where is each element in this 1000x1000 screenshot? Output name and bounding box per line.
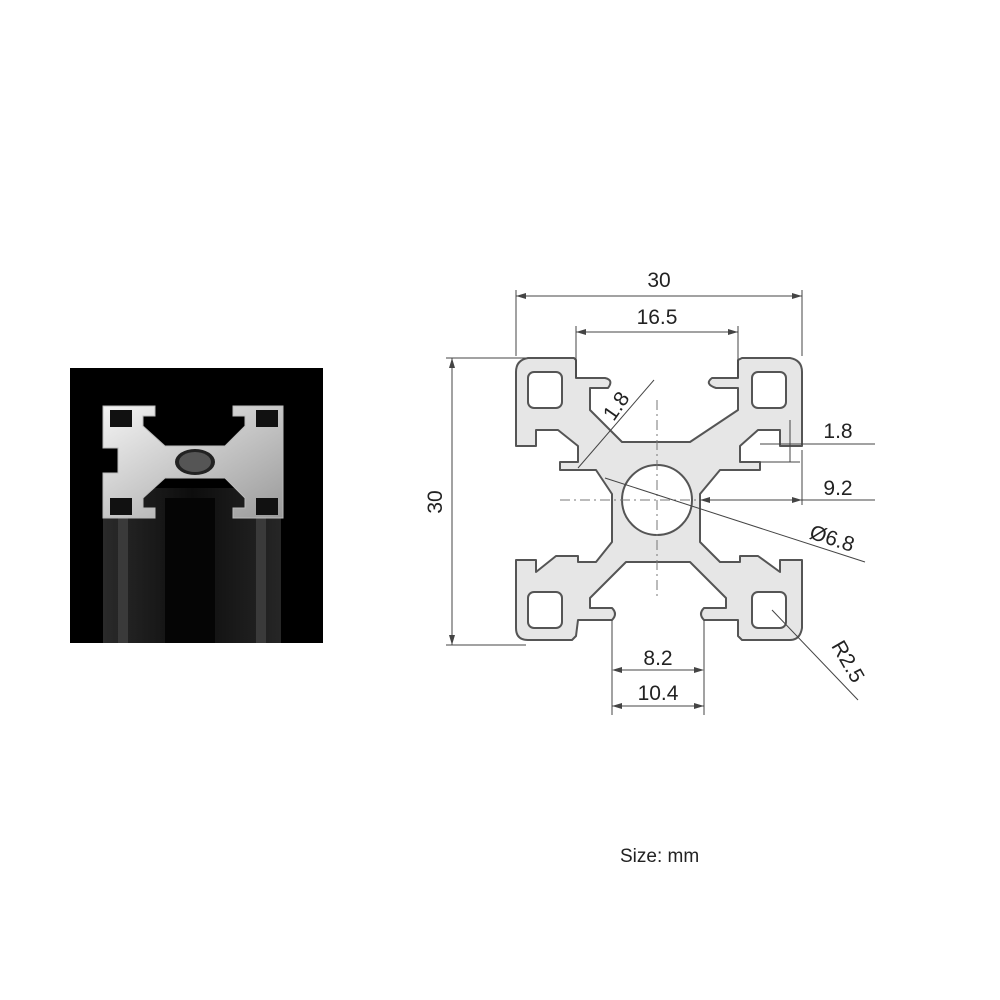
label-center-offset: 9.2 — [823, 477, 852, 500]
label-slot-opening: 8.2 — [643, 647, 672, 670]
label-slot-outer: 16.5 — [637, 306, 678, 329]
profile-cross-section — [515, 357, 803, 641]
label-wall-diagonal: 1.8 — [599, 388, 635, 425]
label-width: 30 — [647, 269, 670, 292]
label-slot-inner: 10.4 — [638, 682, 679, 705]
dim-wall-side — [760, 420, 875, 463]
dim-bore — [604, 477, 866, 563]
dim-height — [446, 357, 526, 646]
dim-width — [515, 290, 803, 356]
profile-photo — [70, 368, 323, 643]
label-bore: Ø6.8 — [807, 521, 857, 557]
dim-wall-diagonal — [577, 379, 655, 469]
dim-center-offset — [700, 450, 875, 505]
dim-corner-radius — [771, 609, 859, 701]
dim-slot-outer — [575, 326, 739, 378]
dim-slot-opening — [611, 620, 705, 715]
label-wall-side: 1.8 — [823, 420, 852, 443]
photo-cross-section — [102, 405, 284, 519]
size-note: Size: mm — [620, 846, 700, 867]
label-corner-radius: R2.5 — [827, 637, 869, 687]
label-height: 30 — [424, 490, 447, 513]
